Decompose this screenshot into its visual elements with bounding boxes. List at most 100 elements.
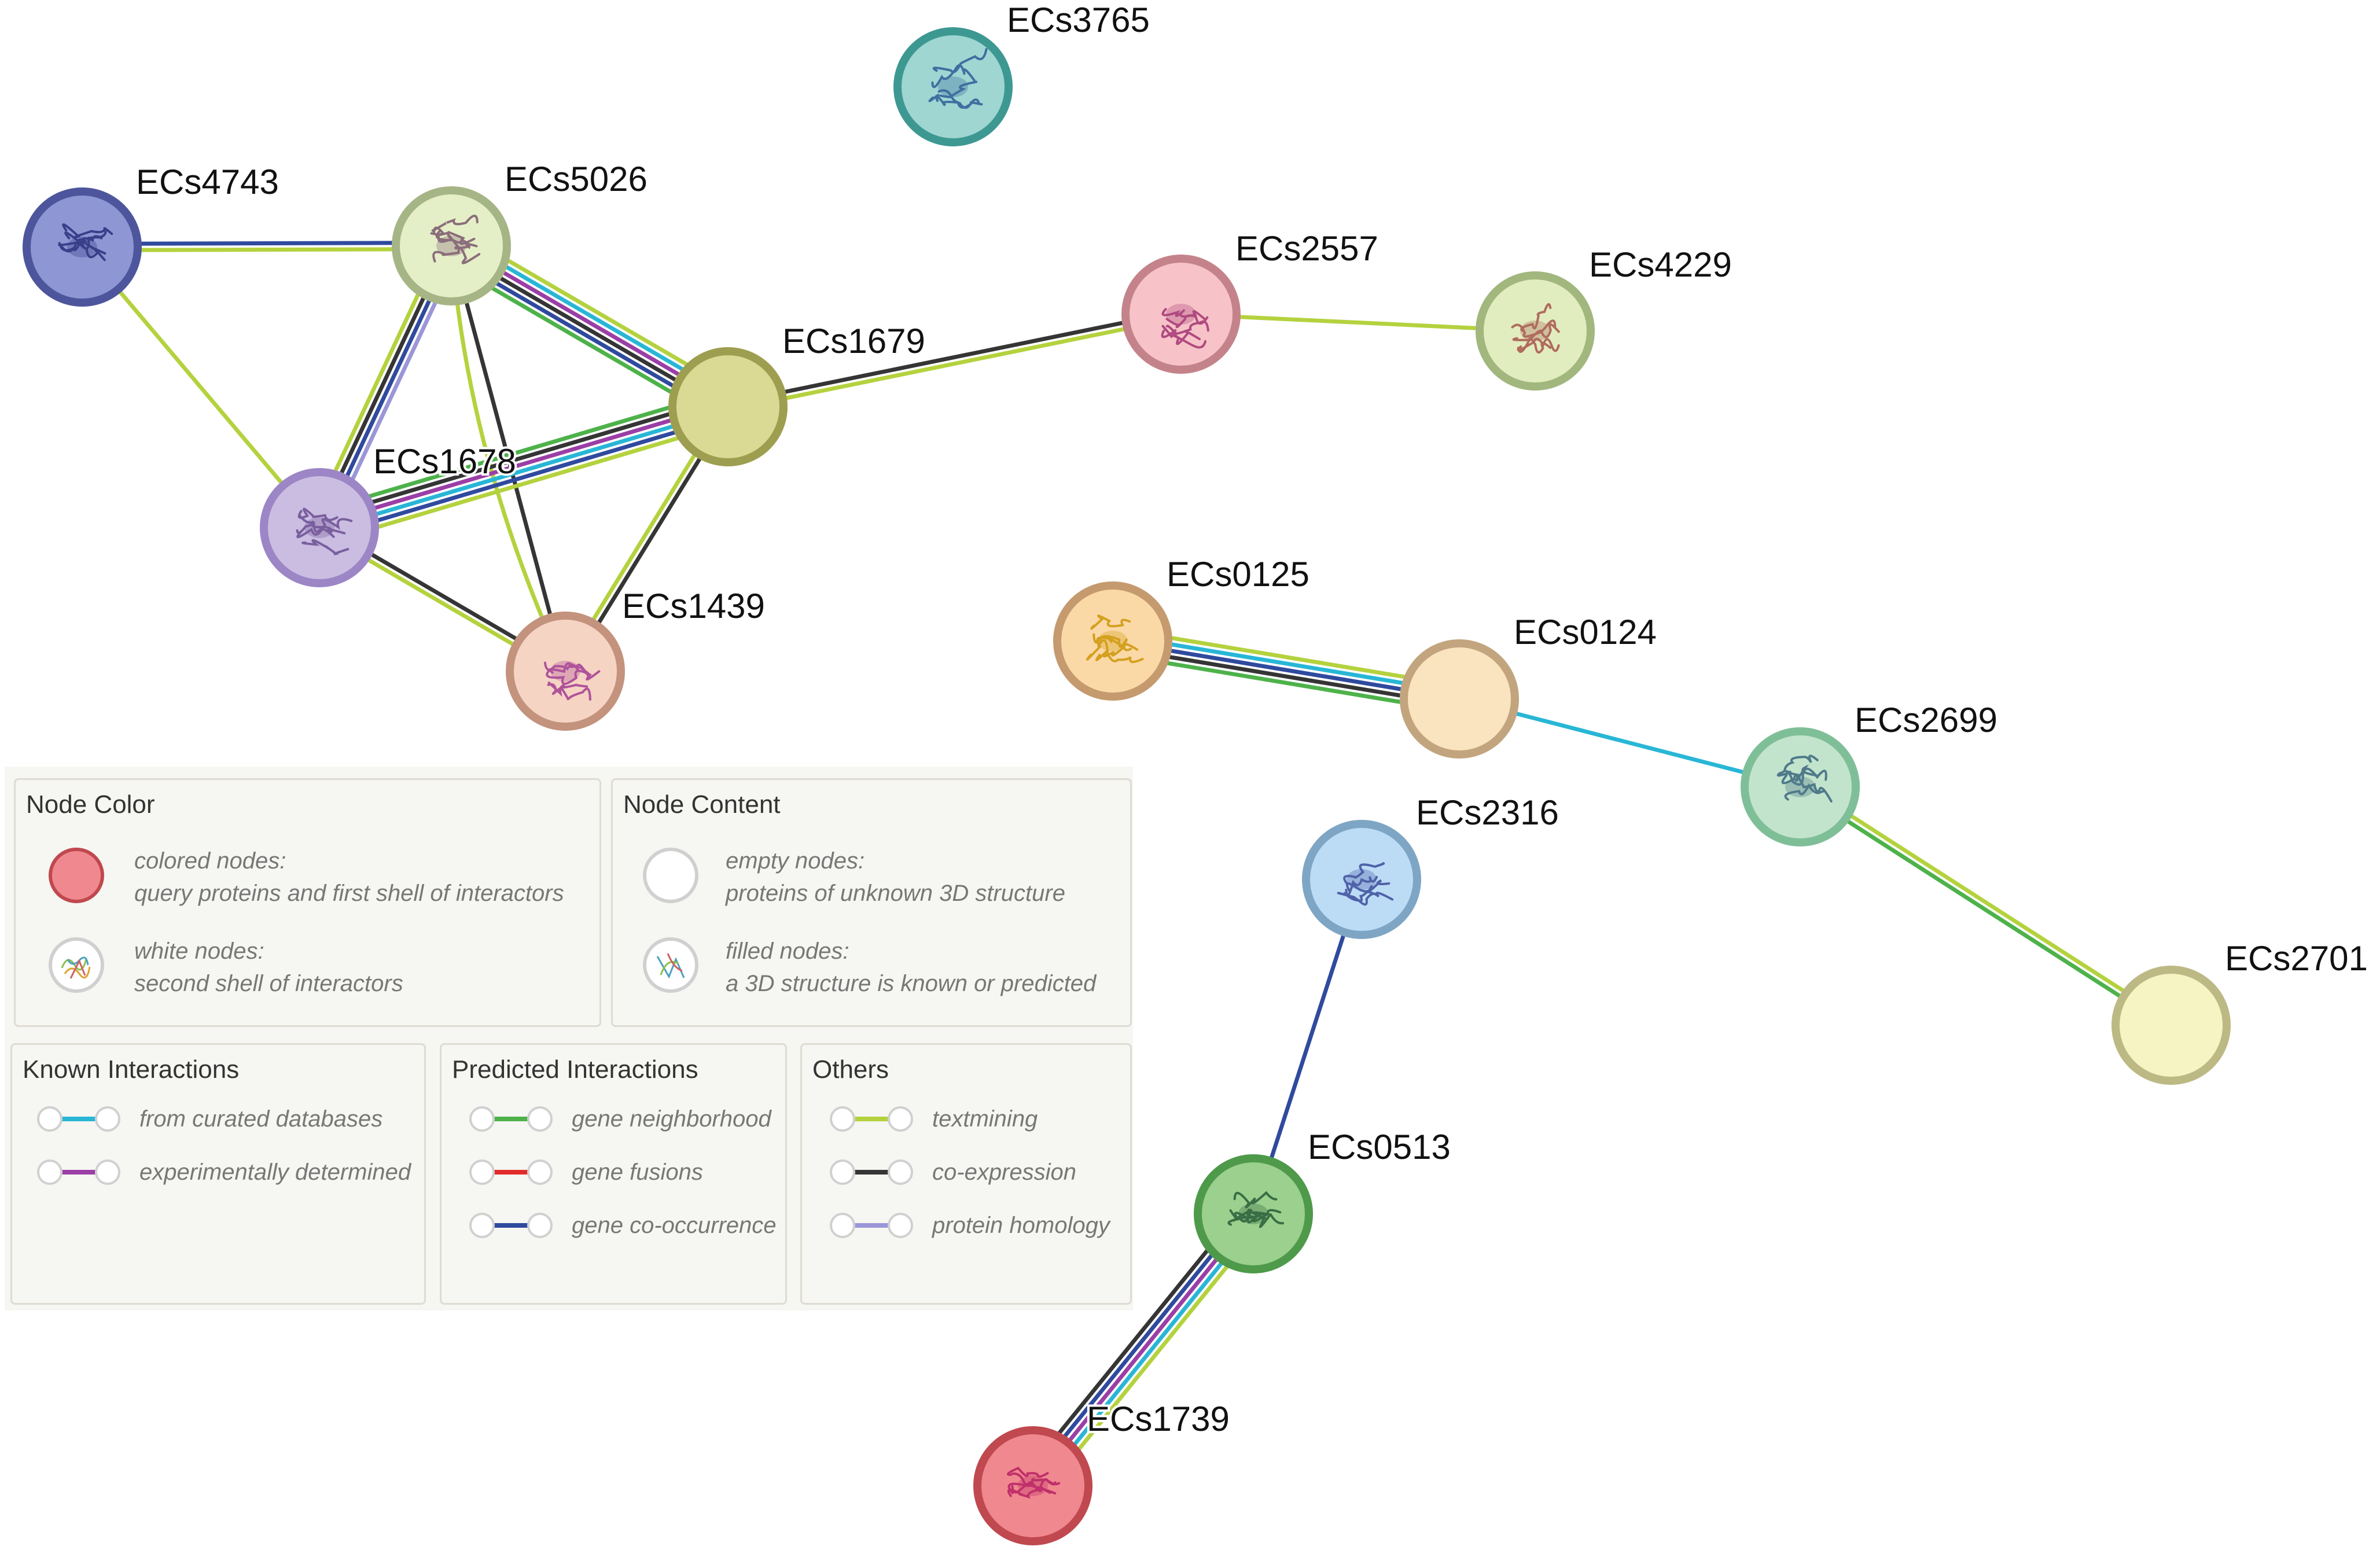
empty-node-swatch-circle — [643, 848, 698, 903]
interaction-edge-line — [318, 402, 728, 527]
node-label: ECs1679 — [782, 322, 925, 360]
edge-swatch-icon — [469, 1213, 553, 1238]
interaction-edge-line — [80, 245, 321, 529]
colored-nodes-title: colored nodes: — [134, 848, 286, 874]
edge-swatch-end — [830, 1213, 855, 1238]
empty-nodes-title: empty nodes: — [726, 848, 865, 874]
protein-node-ecs4229[interactable] — [1476, 271, 1595, 391]
legend-known-interactions-panel: Known Interactions from curated database… — [10, 1043, 426, 1305]
edge-swatch-end — [888, 1213, 913, 1238]
protein-structure-icon — [1776, 754, 1833, 803]
legend-node-content-title: Node Content — [623, 790, 781, 819]
protein-node-ecs2557[interactable] — [1121, 255, 1241, 374]
protein-structure-icon — [58, 223, 113, 262]
protein-structure-icon — [928, 48, 988, 109]
edge-swatch-icon — [469, 1106, 553, 1132]
edge-swatch-end — [888, 1106, 913, 1132]
interaction-edge-line — [1801, 782, 2174, 1025]
edge-swatch-end — [527, 1106, 553, 1132]
edge-swatch-end — [469, 1106, 495, 1132]
edge-swatch-end — [830, 1159, 855, 1185]
legend-others-label: protein homology — [932, 1213, 1110, 1238]
protein-structure-icon — [430, 215, 481, 264]
protein-node-ecs2316[interactable] — [1302, 820, 1421, 939]
node-label: ECs2699 — [1855, 701, 1998, 739]
protein-structure-icon — [1086, 614, 1144, 663]
protein-node-ecs4743[interactable] — [23, 187, 142, 307]
legend-others-panel: Others textmining co-expression pr — [800, 1043, 1132, 1305]
legend-known-label: experimentally determined — [139, 1159, 411, 1185]
interaction-edge-line — [1110, 651, 1458, 714]
protein-node-circle — [1476, 271, 1595, 391]
protein-structure-icon — [296, 507, 353, 555]
protein-node-ecs1439[interactable] — [506, 612, 625, 731]
interaction-edge[interactable] — [80, 245, 321, 529]
interaction-edge-line — [1114, 626, 1462, 689]
interaction-edge-line — [316, 395, 726, 521]
protein-node-ecs2701[interactable] — [2112, 966, 2231, 1085]
protein-node-ecs0125[interactable] — [1053, 581, 1172, 701]
protein-node-ecs1679[interactable] — [668, 347, 788, 466]
empty-nodes-desc: proteins of unknown 3D structure — [726, 881, 1065, 906]
legend-others-label: textmining — [932, 1106, 1038, 1132]
edge-swatch-end — [95, 1159, 120, 1185]
protein-structure-icon — [1337, 862, 1394, 906]
white-nodes-title: white nodes: — [134, 938, 264, 964]
protein-node-circle — [668, 347, 788, 466]
edge-swatch-icon — [37, 1159, 120, 1185]
protein-node-ecs5026[interactable] — [392, 186, 511, 305]
edge-swatch-icon — [37, 1106, 120, 1132]
edge-swatch-end — [527, 1213, 553, 1238]
node-label: ECs1739 — [1087, 1400, 1230, 1438]
protein-node-circle — [392, 186, 511, 305]
protein-node-ecs0513[interactable] — [1194, 1154, 1313, 1273]
interaction-edge-line — [1041, 1220, 1265, 1496]
node-label: ECs2701 — [2225, 939, 2368, 978]
protein-node-ecs1739[interactable] — [973, 1426, 1092, 1545]
edge-swatch-icon — [830, 1159, 913, 1185]
protein-node-ecs0124[interactable] — [1400, 639, 1519, 759]
edge-swatch-icon — [830, 1213, 913, 1238]
edge-swatch-end — [95, 1106, 120, 1132]
protein-node-ecs1678[interactable] — [260, 468, 379, 587]
interaction-edge[interactable] — [314, 389, 733, 545]
colored-node-swatch-circle — [49, 848, 104, 903]
interaction-edge-line — [314, 389, 724, 514]
legend-node-color-title: Node Color — [26, 790, 155, 819]
interaction-edge[interactable] — [1797, 782, 2174, 1030]
interaction-edge[interactable] — [449, 245, 568, 672]
interaction-edge[interactable] — [727, 309, 1182, 412]
interaction-edge-line — [82, 246, 452, 252]
node-label: ECs4229 — [1589, 245, 1732, 284]
node-label: ECs5026 — [505, 160, 648, 198]
filled-nodes-title: filled nodes: — [726, 938, 849, 964]
protein-structure-icon — [61, 956, 91, 979]
white-node-swatch-icon — [49, 937, 104, 993]
protein-structure-icon — [1227, 1191, 1285, 1228]
protein-node-ecs3765[interactable] — [893, 27, 1013, 146]
node-label: ECs0124 — [1514, 613, 1657, 651]
interaction-edge-line — [82, 241, 451, 246]
legend: Node Color colored nodes: query proteins… — [5, 767, 1133, 1310]
protein-node-ecs2699[interactable] — [1741, 727, 1860, 846]
protein-structure-icon — [656, 953, 685, 979]
node-label: ECs3765 — [1007, 1, 1150, 39]
node-label: ECs2316 — [1416, 793, 1559, 832]
legend-node-content-panel: Node Content empty nodes: proteins of un… — [611, 778, 1132, 1027]
edge-swatch-end — [469, 1159, 495, 1185]
interaction-edge[interactable] — [449, 245, 568, 672]
interaction-edge-line — [323, 420, 733, 545]
interaction-edge[interactable] — [82, 241, 452, 252]
protein-structure-icon — [1007, 1466, 1061, 1499]
edge-swatch-end — [37, 1159, 62, 1185]
node-label: ECs1678 — [373, 442, 516, 481]
edge-swatch-end — [830, 1106, 855, 1132]
filled-node-swatch-circle — [643, 937, 698, 993]
legend-others-title: Others — [812, 1055, 889, 1084]
legend-predicted-interactions-panel: Predicted Interactions gene neighborhood… — [440, 1043, 787, 1305]
interaction-edge-line — [319, 407, 730, 533]
interaction-edge-line — [321, 414, 731, 539]
filled-node-swatch-icon — [643, 937, 698, 993]
filled-nodes-desc: a 3D structure is known or predicted — [726, 971, 1097, 996]
